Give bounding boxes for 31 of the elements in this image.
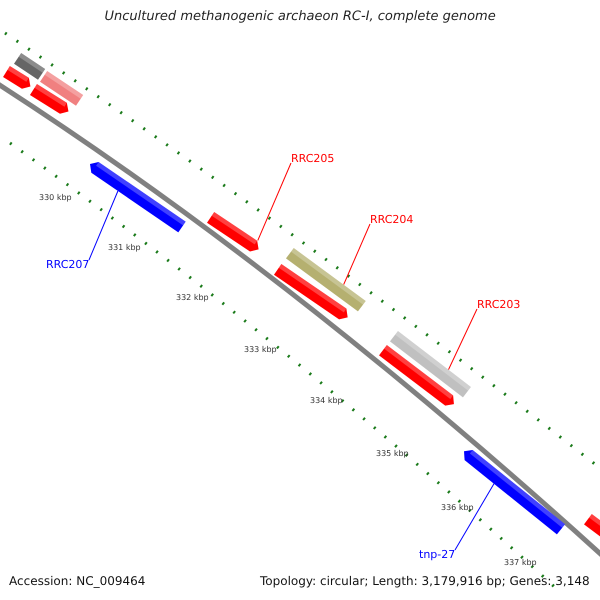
gene-feature-bar	[90, 162, 186, 232]
accession-note: Accession: NC_009464	[9, 574, 146, 588]
leader-line	[257, 162, 292, 241]
gene-feature-bar	[207, 212, 259, 252]
gene-feature-bar	[30, 84, 68, 114]
leader-line	[88, 190, 118, 260]
gene-feature-bar	[40, 70, 84, 106]
scale-label: 337 kbp	[504, 558, 537, 567]
scale-label: 336 kbp	[441, 503, 474, 512]
scale-label: 332 kbp	[176, 293, 209, 302]
scale-label: 330 kbp	[39, 193, 72, 202]
leader-line	[454, 483, 495, 550]
gene-label: RRC207	[46, 258, 90, 271]
gene-feature-bar	[274, 264, 348, 319]
gene-label: RRC204	[370, 213, 414, 226]
gene-feature-bar	[14, 52, 46, 80]
gene-label: RRC203	[477, 298, 520, 311]
scale-label: 331 kbp	[108, 243, 141, 252]
genome-summary-note: Topology: circular; Length: 3,179,916 bp; Genes: 3,148	[260, 574, 590, 588]
leader-line	[448, 308, 478, 370]
scale-label: 333 kbp	[244, 345, 277, 354]
gene-label: tnp-27	[419, 548, 456, 561]
leader-line	[343, 224, 370, 285]
scale-label: 334 kbp	[310, 396, 343, 405]
gene-feature-bar	[379, 344, 454, 406]
gene-feature-bar	[2, 66, 30, 90]
gene-feature-bar	[286, 248, 366, 312]
scale-label: 335 kbp	[376, 449, 409, 458]
map-title: Uncultured methanogenic archaeon RC-I, complete genome	[104, 9, 496, 24]
gene-label: RRC205	[291, 152, 334, 165]
gene-feature-bar	[390, 330, 471, 398]
